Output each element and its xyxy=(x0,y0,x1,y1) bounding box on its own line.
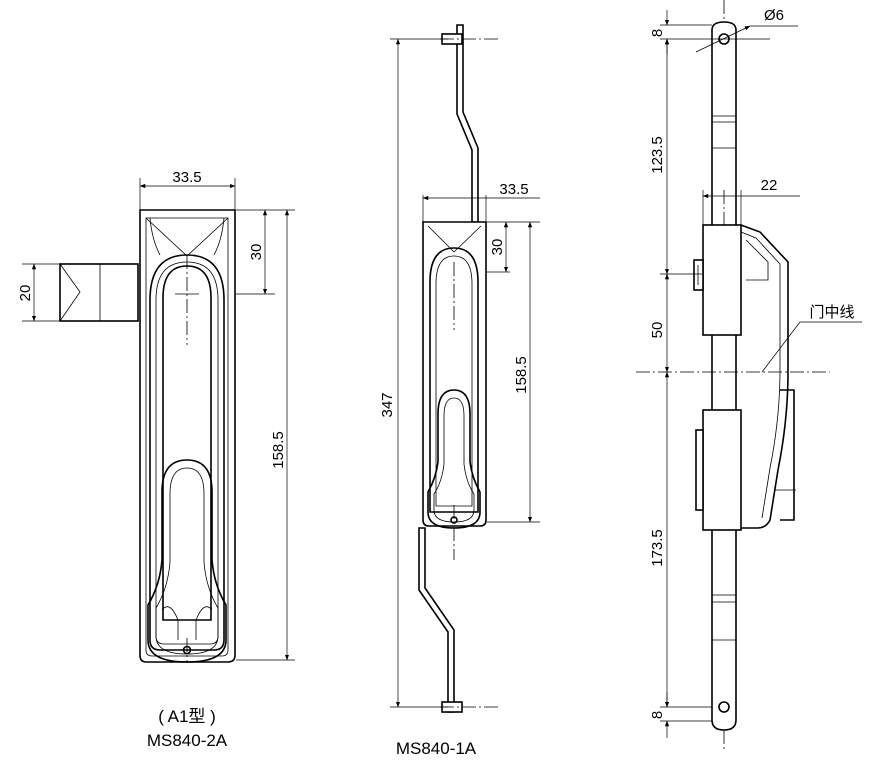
svg-text:30: 30 xyxy=(489,239,506,256)
left-caption-model: MS840-2A xyxy=(147,731,228,750)
left-side-tab xyxy=(59,263,139,322)
right-dim-upper-rod: 123.5 xyxy=(649,38,702,275)
middle-view: 33.5 30 158.5 347 MS840-1A xyxy=(379,24,540,758)
right-view: Ø6 8 123.5 22 50 173.5 xyxy=(636,0,862,752)
svg-text:22: 22 xyxy=(761,177,778,194)
svg-text:门中线: 门中线 xyxy=(809,304,854,321)
left-handle-grip xyxy=(147,459,227,663)
svg-text:347: 347 xyxy=(379,392,396,417)
right-rod xyxy=(711,21,737,731)
left-caption-model-type: ( A1型 ) xyxy=(158,707,216,726)
svg-text:8: 8 xyxy=(649,29,666,37)
svg-text:123.5: 123.5 xyxy=(649,136,666,174)
middle-dim-total: 347 xyxy=(379,38,448,708)
svg-text:158.5: 158.5 xyxy=(513,356,530,394)
left-dim-length: 158.5 xyxy=(236,209,295,661)
svg-text:50: 50 xyxy=(649,322,666,339)
left-dim-width: 33.5 xyxy=(139,169,236,212)
svg-text:158.5: 158.5 xyxy=(270,431,287,469)
svg-text:173.5: 173.5 xyxy=(649,529,666,567)
left-view: 33.5 30 158.5 20 ( A1型 ) MS840-2A xyxy=(17,169,295,750)
middle-dim-length: 158.5 xyxy=(487,221,540,523)
svg-text:8: 8 xyxy=(649,711,666,719)
right-lock-body xyxy=(702,224,742,336)
middle-lower-rod xyxy=(418,527,455,713)
right-dim-depth: 22 xyxy=(702,177,800,225)
middle-dim-top: 30 xyxy=(487,221,540,273)
svg-text:20: 20 xyxy=(17,285,34,302)
middle-dim-width: 33.5 xyxy=(422,181,540,222)
middle-upper-rod xyxy=(456,24,479,223)
svg-text:30: 30 xyxy=(248,244,265,261)
left-dim-tab: 20 xyxy=(17,263,60,322)
right-door-center-label: 门中线 xyxy=(761,304,862,373)
right-dim-body: 50 xyxy=(649,273,670,373)
right-handle-profile xyxy=(740,224,789,529)
right-dim-lower-rod: 173.5 xyxy=(649,371,712,708)
svg-text:33.5: 33.5 xyxy=(499,181,528,198)
left-main-slot xyxy=(149,254,225,651)
svg-text:33.5: 33.5 xyxy=(172,169,201,186)
middle-caption-model: MS840-1A xyxy=(396,739,477,758)
right-dim-bottom-offset: 8 xyxy=(649,692,712,738)
left-dim-top: 30 xyxy=(236,209,295,295)
middle-handle-grip xyxy=(427,389,481,529)
svg-text:Ø6: Ø6 xyxy=(764,7,784,24)
